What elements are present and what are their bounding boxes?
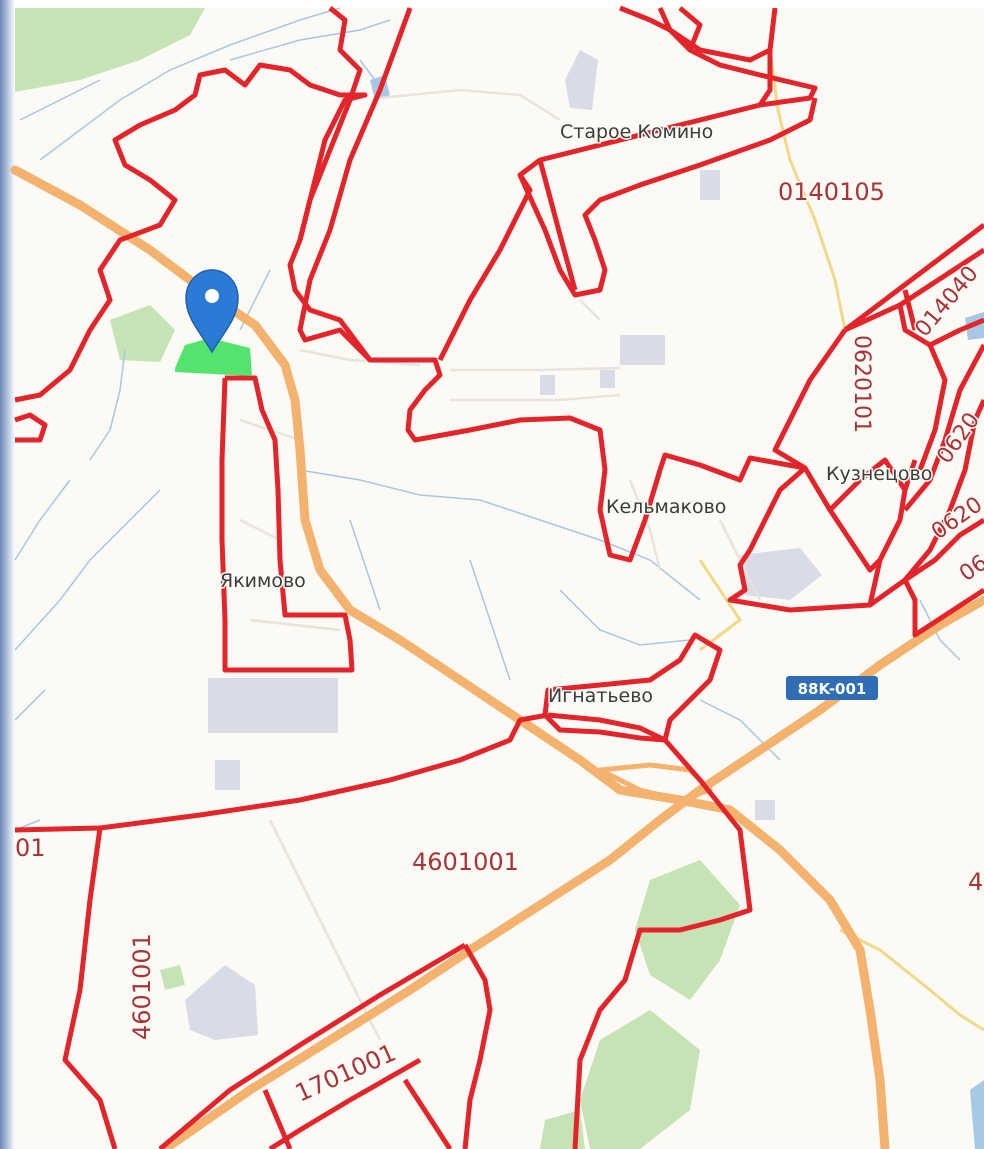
label-ignatevo: Игнатьево	[548, 685, 653, 707]
label-staroe-komino: Старое Комино	[560, 121, 713, 143]
cadastral-boundaries	[14, 5, 984, 1149]
regional-roads	[698, 49, 984, 1032]
cadastral-label-0620101: 0620101	[849, 335, 874, 433]
cadastral-label-left-edge: 01	[15, 834, 46, 862]
map-pin-icon[interactable]	[185, 269, 239, 354]
label-kelmakovo: Кельмаково	[606, 496, 726, 518]
cadastral-label-right-edge: 4	[968, 868, 983, 896]
label-kuznetsovo: Кузнецово	[826, 463, 932, 485]
road-shield: 88K-001	[786, 676, 878, 700]
cadastral-label-4601001: 4601001	[412, 848, 519, 876]
label-yakimovo: Якимово	[220, 570, 306, 592]
minor-roads	[239, 88, 762, 1041]
road-shield-label: 88K-001	[798, 680, 867, 698]
selected-parcel[interactable]	[175, 338, 252, 376]
cadastral-label-4601001-vertical: 4601001	[128, 933, 156, 1040]
cadastral-label-0140105: 0140105	[778, 178, 885, 206]
industrial-zones	[185, 50, 822, 1040]
